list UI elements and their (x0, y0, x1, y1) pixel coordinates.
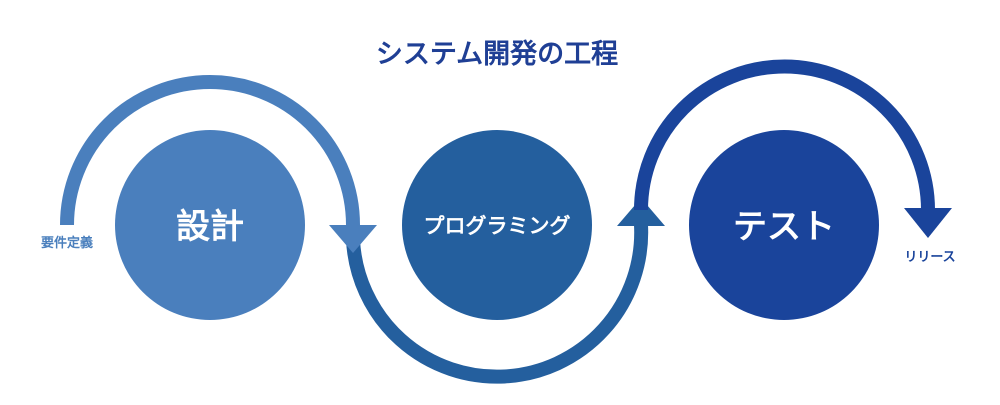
arrow-head-down-icon (329, 225, 377, 253)
start-label: 要件定義 (41, 235, 93, 251)
arrow-arc-programming (346, 224, 649, 384)
step-circle-programming (402, 130, 592, 320)
arrow-head-up-icon (617, 198, 665, 226)
step-circle-test (689, 130, 879, 320)
arrow-arc-design (60, 75, 360, 226)
arrow-arc-test (634, 59, 935, 211)
diagram-title: システム開発の工程 (376, 39, 618, 70)
step-label-test: テスト (733, 207, 835, 247)
step-label-programming: プログラミング (424, 214, 571, 238)
end-label: リリース (904, 250, 955, 265)
step-circle-design (115, 130, 305, 320)
step-label-design: 設計 (176, 207, 244, 247)
arrow-head-down-icon (904, 208, 952, 238)
